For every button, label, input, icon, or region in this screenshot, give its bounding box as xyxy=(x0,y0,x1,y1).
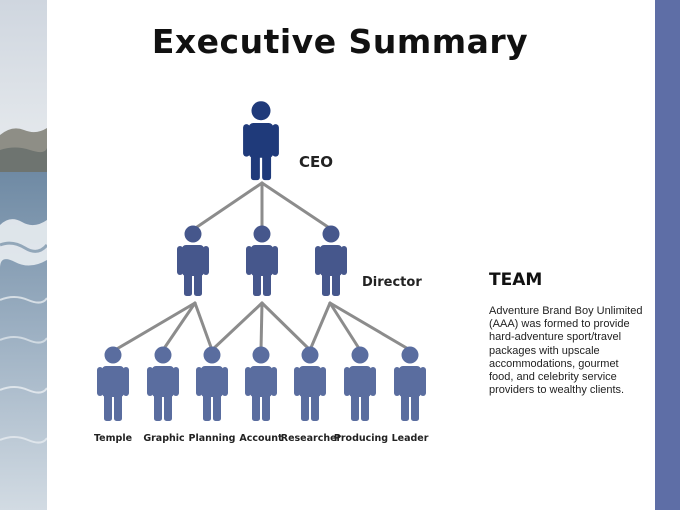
director-label: Director xyxy=(362,275,422,290)
connector-line xyxy=(210,301,264,352)
staff-person-icon xyxy=(196,346,228,421)
staff-person-icon xyxy=(147,346,179,421)
org-chart-graphic xyxy=(97,101,426,421)
ceo-label: CEO xyxy=(299,153,334,171)
org-chart: CEO Director Temple Graphic Planning Acc… xyxy=(60,90,460,470)
sea-photo-strip xyxy=(0,0,47,510)
connector-line xyxy=(195,181,264,229)
staff-label-researcher: Researcher xyxy=(280,433,342,444)
staff-label-account: Account xyxy=(239,433,283,444)
connector-line xyxy=(113,301,197,352)
staff-person-icon xyxy=(245,346,277,421)
staff-label-leader: Leader xyxy=(391,433,429,444)
staff-label-temple: Temple xyxy=(93,433,133,444)
staff-label-planning: Planning xyxy=(188,433,236,444)
director-person-icon xyxy=(315,225,347,296)
connector-line xyxy=(193,301,214,352)
connector-line xyxy=(308,301,332,352)
connector-line xyxy=(328,301,412,352)
connector-lines xyxy=(113,181,412,352)
connector-line xyxy=(161,301,197,352)
slide-title: Executive Summary xyxy=(151,22,529,61)
team-description: Adventure Brand Boy Unlimited (AAA) was … xyxy=(489,305,643,397)
connector-line xyxy=(328,301,362,352)
staff-label-producing: Producing xyxy=(333,433,389,444)
staff-person-icon xyxy=(97,346,129,421)
ceo-person-icon xyxy=(243,101,279,181)
staff-person-icon xyxy=(394,346,426,421)
accent-bar xyxy=(655,0,680,510)
staff-label-graphic: Graphic xyxy=(143,433,185,444)
staff-person-icon xyxy=(344,346,376,421)
team-heading: TEAM xyxy=(489,270,543,290)
connector-line xyxy=(260,181,330,229)
connector-line xyxy=(260,301,312,352)
staff-person-icon xyxy=(294,346,326,421)
connector-line xyxy=(259,301,264,352)
director-person-icon xyxy=(246,225,278,296)
director-person-icon xyxy=(177,225,209,296)
